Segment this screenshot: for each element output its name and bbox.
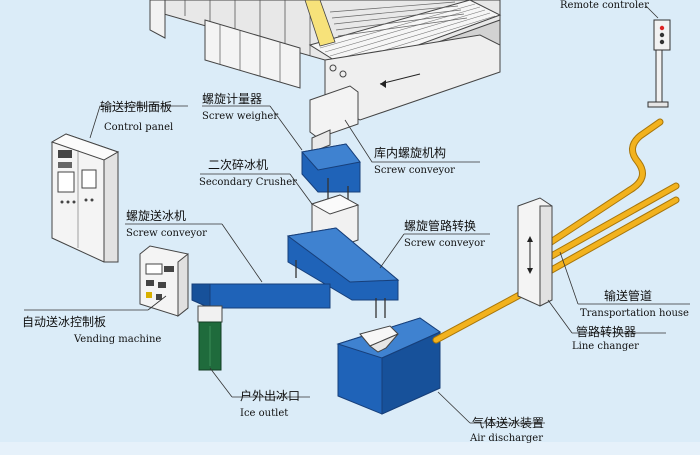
screw-weigher-hopper: [309, 85, 359, 153]
remote-controller: [645, 5, 671, 108]
label-secondary-crusher-en: Secondary Crusher: [199, 177, 297, 188]
label-pipe-switch-cn: 螺旋管路转换: [404, 219, 477, 233]
label-control-panel-en: Control panel: [104, 122, 174, 133]
label-secondary-crusher-cn: 二次碎冰机: [208, 158, 269, 172]
line-changer: [517, 197, 553, 307]
vending-machine: [139, 245, 189, 318]
screw-conveyor-switch: [286, 227, 400, 318]
label-control-panel-cn: 输送控制面板: [100, 100, 173, 114]
label-storage-screw-en: Screw conveyor: [374, 165, 455, 176]
screw-weigher: [301, 143, 361, 215]
control-panel-cabinet: [50, 133, 120, 263]
label-screw-conveyor-cn: 螺旋送冰机: [126, 209, 187, 223]
label-storage-screw-cn: 库内螺旋机构: [374, 146, 447, 160]
label-line-changer-cn: 管路转换器: [576, 325, 637, 339]
bottom-strip: [0, 442, 700, 455]
label-line-changer-en: Line changer: [572, 341, 639, 352]
label-vending-en: Vending machine: [74, 334, 162, 345]
label-screw-conveyor-en: Screw conveyor: [126, 228, 207, 239]
label-transport-pipe-cn: 输送管道: [604, 289, 653, 303]
label-transport-pipe-en: Transportation house: [580, 308, 689, 319]
label-air-discharger-cn: 气体送冰装置: [472, 416, 545, 430]
screw-conveyor-horizontal: [191, 283, 331, 309]
label-pipe-switch-en: Screw conveyor: [404, 238, 485, 249]
ice-storage-room: [149, 0, 502, 121]
air-discharger: [336, 317, 442, 415]
leader-lines: [24, 105, 690, 424]
label-ice-outlet-en: Ice outlet: [240, 408, 289, 419]
label-remote-controller: Remote controler: [560, 0, 649, 11]
ice-outlet: [197, 305, 223, 371]
label-air-discharger-en: Air discharger: [470, 433, 543, 444]
label-ice-outlet-cn: 户外出冰口: [240, 389, 301, 403]
label-screw-weigher-en: Screw weigher: [202, 111, 279, 122]
label-screw-weigher-cn: 螺旋计量器: [202, 92, 263, 106]
label-vending-cn: 自动送冰控制板: [22, 315, 107, 329]
